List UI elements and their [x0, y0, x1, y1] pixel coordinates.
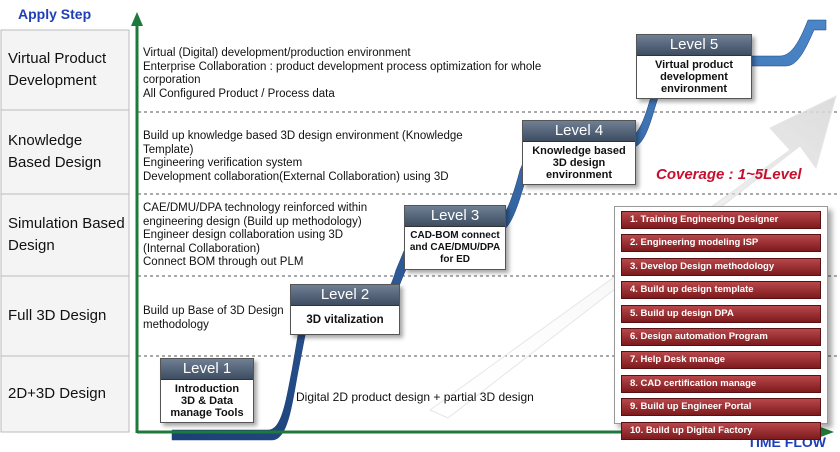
program-item: 8. CAD certification manage [621, 374, 821, 393]
program-item: 5. Build up design DPA [621, 304, 821, 323]
level-1-box: Level 1 Introduction 3D & Data manage To… [160, 358, 254, 423]
level-1-body: Introduction 3D & Data manage Tools [170, 383, 244, 419]
level-1-title: Level 1 [161, 359, 253, 380]
level-3-title: Level 3 [405, 206, 505, 227]
desc-2d3d: Digital 2D product design + partial 3D d… [296, 390, 534, 404]
level-2-box: Level 2 3D vitalization [290, 284, 400, 335]
stage-label-full3d: Full 3D Design [8, 307, 107, 324]
level-2-body: 3D vitalization [306, 314, 384, 326]
stage-label-virtual: Virtual Product Development [8, 50, 107, 89]
program-list: 1. Training Engineering Designer 2. Engi… [614, 206, 828, 440]
level-5-box: Level 5 Virtual product development envi… [636, 34, 752, 99]
stage-label-boxes [0, 29, 130, 433]
stage-label-simulation: Simulation Based Design [8, 215, 125, 254]
program-item: 1. Training Engineering Designer [621, 211, 821, 229]
desc-simulation: CAE/DMU/DPA technology reinforced within… [143, 202, 368, 268]
coverage-arrow [429, 95, 837, 419]
level-3-body: CAD-BOM connect and CAE/DMU/DPA for ED [409, 230, 501, 265]
program-item: 2. Engineering modeling ISP [621, 234, 821, 253]
y-axis-label: Apply Step [18, 6, 92, 22]
level-5-title: Level 5 [637, 35, 751, 56]
program-item: 6. Design automation Program [621, 327, 821, 346]
program-item: 3. Develop Design methodology [621, 257, 821, 276]
stage-label-2d3d: 2D+3D Design [8, 385, 106, 402]
desc-full3d: Build up Base of 3D Design methodology [143, 305, 284, 331]
program-item: 7. Help Desk manage [621, 351, 821, 370]
level-4-title: Level 4 [523, 121, 635, 142]
desc-virtual: Virtual (Digital) development/production… [143, 47, 542, 100]
program-item: 9. Build up Engineer Portal [621, 398, 821, 417]
level-5-body: Virtual product development environment [654, 59, 734, 95]
stage-label-knowledge: Knowledge Based Design [8, 132, 102, 171]
level-3-box: Level 3 CAD-BOM connect and CAE/DMU/DPA … [404, 205, 506, 270]
program-item: 4. Build up design template [621, 281, 821, 300]
level-2-title: Level 2 [291, 285, 399, 306]
coverage-label: Coverage : 1~5Level [656, 166, 802, 183]
level-4-body: Knowledge based 3D design environment [532, 145, 626, 181]
level-4-box: Level 4 Knowledge based 3D design enviro… [522, 120, 636, 185]
desc-knowledge: Build up knowledge based 3D design envir… [143, 130, 463, 183]
program-item: 10. Build up Digital Factory [621, 421, 821, 440]
